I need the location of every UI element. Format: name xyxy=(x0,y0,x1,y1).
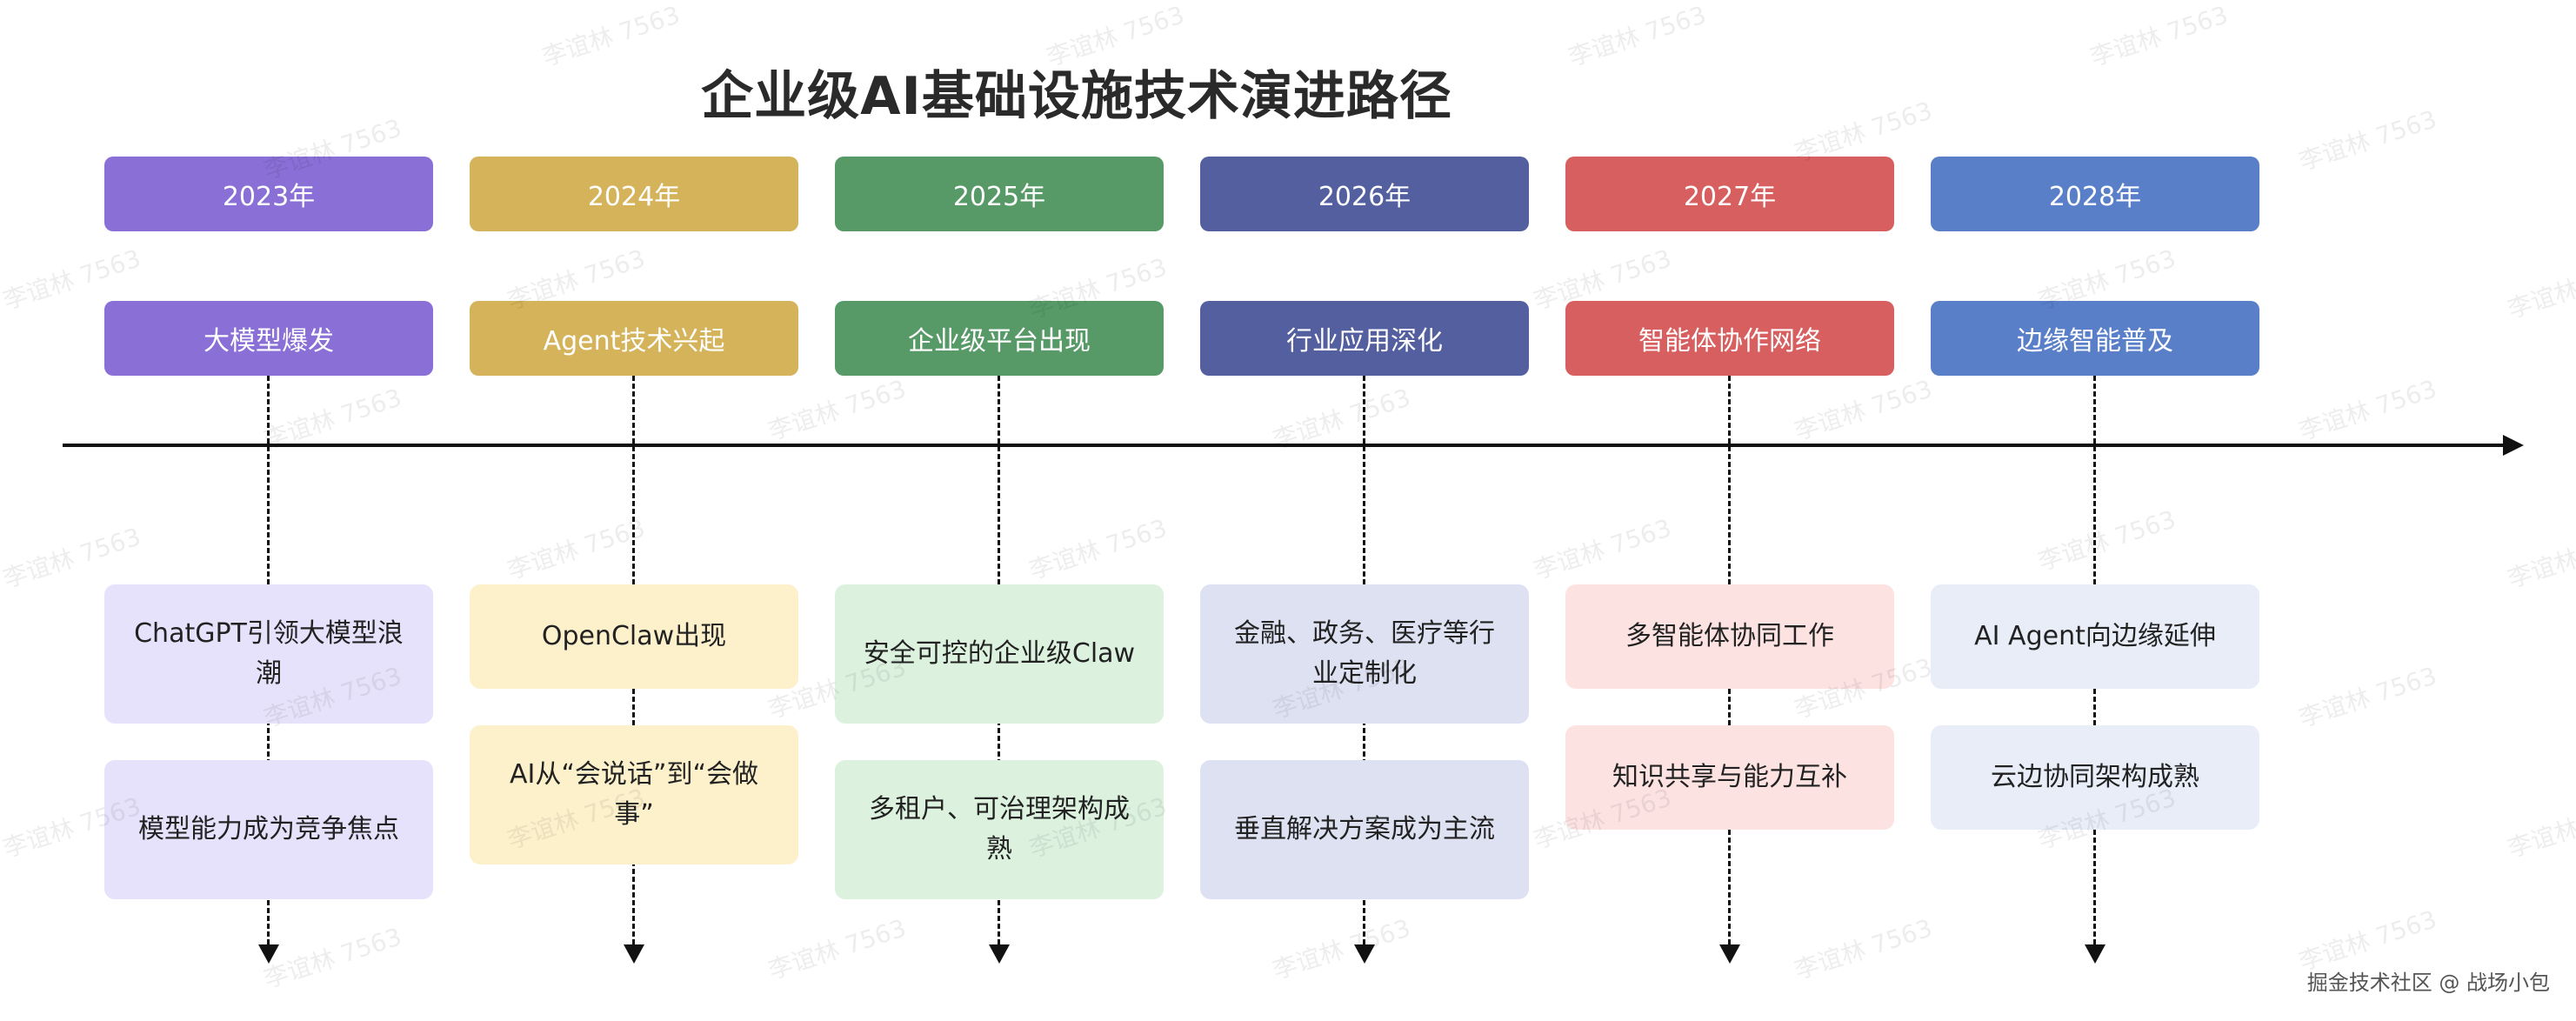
milestone-card: OpenClaw出现 xyxy=(470,584,798,689)
phase-label: 行业应用深化 xyxy=(1200,301,1529,376)
timeline-axis xyxy=(63,444,2506,447)
watermark-text: 李谊林 7563 xyxy=(2504,791,2576,864)
connector-arrowhead xyxy=(258,944,279,964)
diagram-title: 企业级AI基础设施技术演进路径 xyxy=(701,66,1452,127)
credit-text: 掘金技术社区 @ 战场小包 xyxy=(2306,971,2550,995)
timeline-column: 2026年行业应用深化金融、政务、医疗等行业定制化垂直解决方案成为主流 xyxy=(1200,0,1529,1021)
watermark-text: 李谊林 7563 xyxy=(2295,374,2440,446)
connector-arrowhead xyxy=(1719,944,1740,964)
milestone-card: 模型能力成为竞争焦点 xyxy=(104,760,433,899)
watermark-text: 李谊林 7563 xyxy=(2295,104,2440,177)
year-label: 2025年 xyxy=(835,157,1164,231)
milestone-card: AI Agent向边缘延伸 xyxy=(1931,584,2259,689)
milestone-card: 垂直解决方案成为主流 xyxy=(1200,760,1529,899)
phase-label: Agent技术兴起 xyxy=(470,301,798,376)
year-label: 2026年 xyxy=(1200,157,1529,231)
connector-arrowhead xyxy=(989,944,1010,964)
milestone-card: 云边协同架构成熟 xyxy=(1931,725,2259,830)
timeline-column: 2025年企业级平台出现安全可控的企业级Claw 多租户、可治理架构成熟 xyxy=(835,0,1164,1021)
timeline-column: 2024年 Agent技术兴起 OpenClaw出现 AI从“会说话”到“会做事” xyxy=(470,0,798,1021)
connector-arrowhead xyxy=(1354,944,1375,964)
phase-label: 企业级平台出现 xyxy=(835,301,1164,376)
milestone-card: 金融、政务、医疗等行业定制化 xyxy=(1200,584,1529,724)
timeline-column: 2028年边缘智能普及 AI Agent向边缘延伸云边协同架构成熟 xyxy=(1931,0,2259,1021)
milestone-card: 多智能体协同工作 xyxy=(1565,584,1894,689)
milestone-card: 安全可控的企业级Claw xyxy=(835,584,1164,724)
milestone-card: 知识共享与能力互补 xyxy=(1565,725,1894,830)
year-label: 2028年 xyxy=(1931,157,2259,231)
timeline-column: 2027年智能体协作网络多智能体协同工作知识共享与能力互补 xyxy=(1565,0,1894,1021)
watermark-text: 李谊林 7563 xyxy=(2504,522,2576,594)
timeline-column: 2023年大模型爆发 ChatGPT引领大模型浪潮模型能力成为竞争焦点 xyxy=(104,0,433,1021)
watermark-text: 李谊林 7563 xyxy=(2295,661,2440,733)
milestone-card: ChatGPT引领大模型浪潮 xyxy=(104,584,433,724)
milestone-card: 多租户、可治理架构成熟 xyxy=(835,760,1164,899)
year-label: 2027年 xyxy=(1565,157,1894,231)
milestone-card: AI从“会说话”到“会做事” xyxy=(470,725,798,864)
year-label: 2023年 xyxy=(104,157,433,231)
year-label: 2024年 xyxy=(470,157,798,231)
connector-arrowhead xyxy=(624,944,644,964)
watermark-text: 李谊林 7563 xyxy=(2504,252,2576,324)
connector-arrowhead xyxy=(2085,944,2106,964)
timeline-arrowhead xyxy=(2503,435,2524,456)
phase-label: 边缘智能普及 xyxy=(1931,301,2259,376)
phase-label: 智能体协作网络 xyxy=(1565,301,1894,376)
phase-label: 大模型爆发 xyxy=(104,301,433,376)
